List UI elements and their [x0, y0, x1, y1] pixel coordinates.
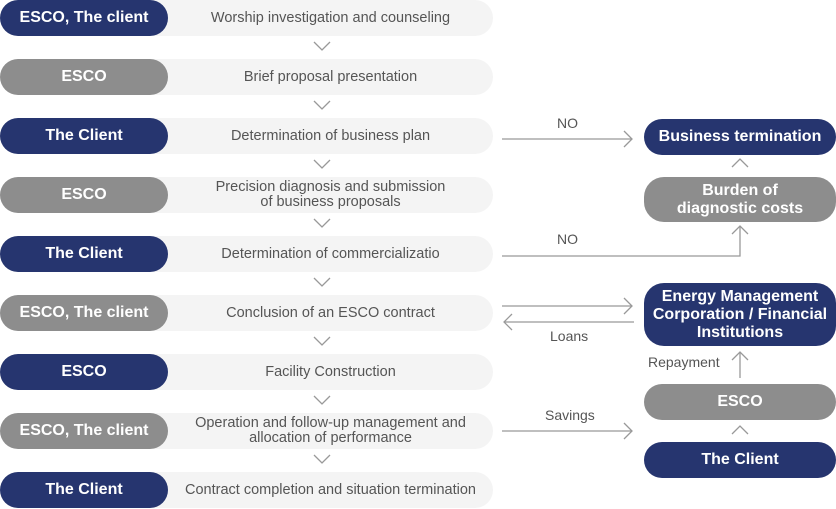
step-bar	[150, 472, 493, 508]
chevron-up-icon	[731, 425, 749, 435]
step-description: Brief proposal presentation	[243, 68, 418, 85]
process-step: ESCO Brief proposal presentation	[0, 59, 493, 95]
chevron-down-icon	[313, 395, 331, 405]
actor-badge: ESCO, The client	[0, 295, 168, 331]
no-label: NO	[557, 231, 578, 247]
step-bar	[150, 236, 493, 272]
chevron-down-icon	[313, 159, 331, 169]
step-bar	[150, 59, 493, 95]
step-description: Conclusion of an ESCO contract	[226, 304, 435, 321]
step-bar	[150, 118, 493, 154]
arrow-right-icon	[623, 297, 633, 315]
actor-badge: ESCO, The client	[0, 0, 168, 36]
business-termination-node: Business termination	[644, 119, 836, 155]
step-description: Facility Construction	[265, 363, 396, 380]
step-description: Contract completion and situation termin…	[185, 481, 476, 498]
chevron-down-icon	[313, 277, 331, 287]
step-bar	[150, 0, 493, 36]
energy-management-node: Energy Management Corporation / Financia…	[644, 283, 836, 346]
chevron-up-icon	[731, 158, 749, 168]
process-step: ESCO, The client Conclusion of an ESCO c…	[0, 295, 493, 331]
process-step: ESCO Precision diagnosis and submission …	[0, 177, 493, 213]
arrow-line	[502, 226, 741, 257]
loans-label: Loans	[550, 328, 589, 344]
process-step: The Client Determination of business pla…	[0, 118, 493, 154]
step-description: Operation and follow-up management and a…	[195, 415, 466, 446]
actor-badge: The Client	[0, 236, 168, 272]
actor-badge: ESCO	[0, 354, 168, 390]
chevron-down-icon	[313, 218, 331, 228]
actor-badge: ESCO, The client	[0, 413, 168, 449]
process-step: The Client Contract completion and situa…	[0, 472, 493, 508]
step-description: Determination of commercializatio	[221, 245, 440, 262]
esco-node: ESCO	[644, 384, 836, 420]
actor-badge: The Client	[0, 118, 168, 154]
arrow-up-icon	[731, 351, 749, 361]
step-bar	[150, 354, 493, 390]
step-bar	[150, 413, 493, 449]
chevron-down-icon	[313, 100, 331, 110]
no-label: NO	[557, 115, 578, 131]
actor-badge: ESCO	[0, 59, 168, 95]
the-client-node: The Client	[644, 442, 836, 478]
process-step: ESCO, The client Worship investigation a…	[0, 0, 493, 36]
actor-badge: The Client	[0, 472, 168, 508]
step-description: Determination of business plan	[230, 127, 431, 144]
arrow-left-icon	[503, 313, 513, 331]
step-description: Precision diagnosis and submission of bu…	[215, 179, 446, 210]
chevron-down-icon	[313, 454, 331, 464]
process-step: ESCO, The client Operation and follow-up…	[0, 413, 493, 449]
step-bar	[150, 177, 493, 213]
chevron-down-icon	[313, 41, 331, 51]
arrow-up-icon	[731, 225, 749, 235]
chevron-down-icon	[313, 336, 331, 346]
arrow-right-icon	[623, 422, 633, 440]
process-step: The Client Determination of commercializ…	[0, 236, 493, 272]
savings-label: Savings	[545, 407, 595, 423]
step-description: Worship investigation and counseling	[210, 9, 451, 26]
repayment-label: Repayment	[648, 354, 720, 370]
step-bar	[150, 295, 493, 331]
actor-badge: ESCO	[0, 177, 168, 213]
burden-of-costs-node: Burden of diagnostic costs	[644, 177, 836, 222]
arrow-right-icon	[623, 130, 633, 148]
process-step: ESCO Facility Construction	[0, 354, 493, 390]
